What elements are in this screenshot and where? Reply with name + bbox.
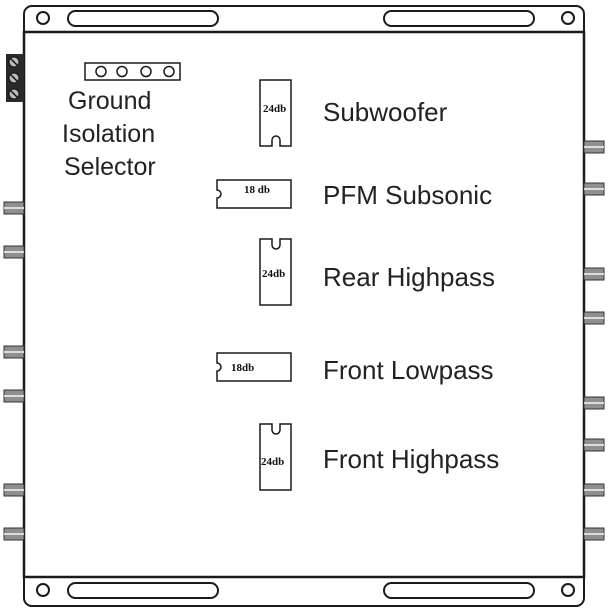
rca-connector	[3, 245, 25, 259]
rca-connector	[583, 140, 605, 154]
ground-label-line2: Isolation	[62, 120, 155, 148]
jumper-pin	[95, 65, 107, 78]
filter-chip-front-lowpass: 18db	[216, 352, 292, 382]
mount-hole-top-right	[561, 11, 575, 25]
rca-connector	[3, 389, 25, 403]
mount-slot-bottom-right	[383, 582, 535, 599]
rca-connector	[583, 527, 605, 541]
rca-connector	[3, 483, 25, 497]
chip-value-front-highpass: 24db	[261, 456, 284, 468]
jumper-pin	[140, 65, 152, 78]
inner-panel	[22, 30, 586, 579]
label-subwoofer: Subwoofer	[323, 97, 448, 127]
rca-connector	[583, 438, 605, 452]
ground-label-line3: Selector	[64, 153, 156, 181]
rca-connector	[583, 396, 605, 410]
rca-connector	[583, 182, 605, 196]
label-rear-highpass: Rear Highpass	[323, 262, 495, 292]
label-front-highpass: Front Highpass	[323, 444, 499, 474]
filter-chip-rear-highpass: 24db	[259, 238, 292, 306]
chip-value-front-lowpass: 18db	[231, 362, 254, 374]
power-terminal-block	[6, 54, 24, 102]
mount-slot-bottom-left	[67, 582, 219, 599]
filter-chip-front-highpass: 24db	[259, 423, 292, 491]
rca-connector	[3, 201, 25, 215]
filter-chip-pfm-subsonic: 18 db	[216, 179, 292, 209]
mount-slot-top-right	[383, 10, 535, 27]
label-pfm-subsonic: PFM Subsonic	[323, 180, 492, 210]
chip-value-rear-highpass: 24db	[262, 268, 285, 280]
right-rca-connectors	[583, 140, 605, 541]
mount-hole-bottom-left	[36, 583, 50, 597]
mount-hole-top-left	[36, 11, 50, 25]
rca-connector	[583, 483, 605, 497]
chip-value-pfm-subsonic: 18 db	[244, 184, 270, 196]
rca-connector	[3, 527, 25, 541]
mount-slot-top-left	[67, 10, 219, 27]
mount-hole-bottom-right	[561, 583, 575, 597]
ground-isolation-jumper	[84, 62, 181, 81]
label-front-lowpass: Front Lowpass	[323, 355, 494, 385]
filter-chip-subwoofer: 24db	[259, 79, 292, 147]
jumper-pin	[116, 65, 128, 78]
rca-connector	[583, 267, 605, 281]
jumper-pin	[163, 65, 175, 78]
rca-connector	[583, 311, 605, 325]
rca-connector	[3, 345, 25, 359]
ground-label-line1: Ground	[68, 87, 151, 115]
chip-value-subwoofer: 24db	[263, 103, 286, 115]
left-rca-connectors	[3, 201, 25, 541]
